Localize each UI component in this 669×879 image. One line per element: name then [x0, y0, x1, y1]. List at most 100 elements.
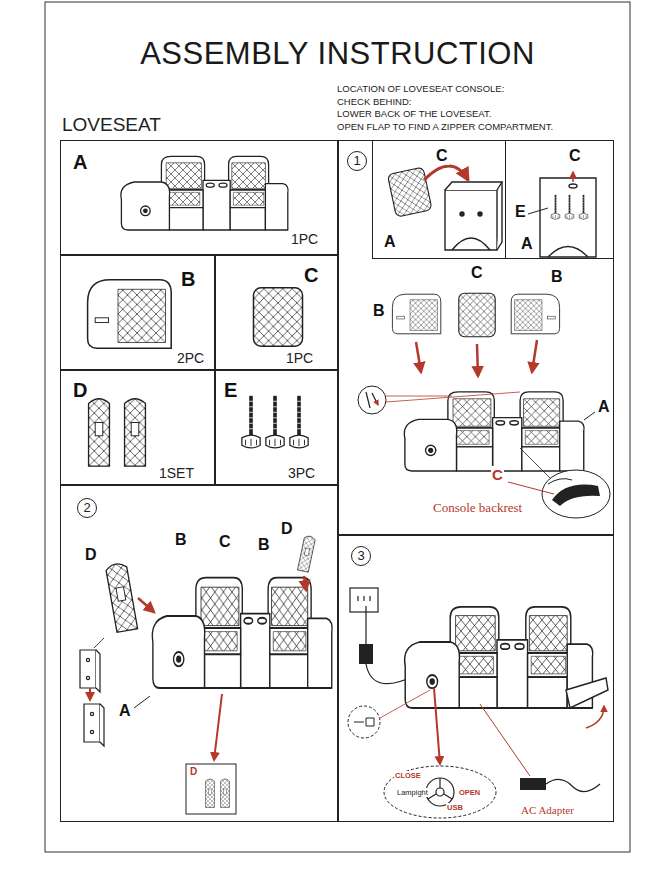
- callout-label: C: [491, 466, 504, 483]
- bracket-figure: [80, 650, 104, 746]
- model-heading: LOVESEAT: [62, 114, 161, 136]
- control-buttons: [426, 778, 454, 806]
- illustration-part: [386, 396, 452, 397]
- step-panel: 1CACEA: [338, 140, 614, 535]
- callout-label: C: [218, 533, 232, 551]
- callout-label: Console backrest: [432, 500, 523, 516]
- part-letter: C: [304, 264, 318, 286]
- illustration-part: [540, 178, 596, 257]
- screw-figure: [290, 396, 308, 448]
- callout-label: B: [257, 536, 271, 554]
- console-cushion-figure: [253, 288, 302, 346]
- pointer-arrow: [434, 688, 440, 764]
- console-backrest-detail: [548, 479, 572, 484]
- callout-label: D: [189, 766, 198, 778]
- slide-arrow: [89, 688, 91, 700]
- zoom-leader: [380, 690, 430, 718]
- callout-label: A: [118, 702, 132, 720]
- footrest: [566, 678, 608, 708]
- part-letter: C: [568, 147, 582, 165]
- illustration-part: [445, 182, 502, 190]
- zoom-leader: [94, 638, 104, 648]
- illustration-part: [96, 650, 100, 692]
- power-adapter: [520, 778, 546, 790]
- part-letter: B: [181, 268, 195, 290]
- screw-figure: [579, 195, 588, 219]
- loveseat-figure: [405, 607, 593, 708]
- illustration-part: [86, 676, 89, 679]
- adapter-cable: [546, 779, 600, 791]
- lift-arrow: [572, 172, 574, 182]
- side-cushion-figure: [392, 294, 440, 334]
- screw-figure: [551, 195, 560, 219]
- illustration-part: [386, 392, 520, 402]
- arm-cap-figure: [221, 779, 230, 807]
- power-adapter: [359, 644, 373, 664]
- pointer-line: [480, 704, 530, 776]
- illustration-part: [84, 704, 100, 742]
- quantity-label: 1SET: [159, 465, 194, 481]
- loveseat-figure: [121, 156, 288, 230]
- side-cushion-figure: [511, 294, 559, 334]
- loveseat-figure: [404, 392, 584, 471]
- leader-line: [528, 208, 548, 214]
- illustration-part: [477, 344, 478, 376]
- illustration-part: [532, 340, 537, 372]
- placement-arrow: [304, 576, 306, 590]
- callout-label: Lampight: [396, 788, 429, 797]
- pointer-arrow: [214, 694, 222, 760]
- arm-cap-figure: [89, 399, 110, 466]
- zoom-inset-detail: [366, 392, 378, 408]
- arm-cap-figure: [105, 562, 137, 632]
- note-text: OPEN FLAP TO FIND A ZIPPER COMPARTMENT.: [337, 121, 553, 132]
- illustration-part: [90, 712, 93, 715]
- plug-detail: [354, 718, 374, 726]
- leader-line: [134, 696, 150, 708]
- callout-label: CLOSE: [394, 771, 422, 780]
- step-panel: 2: [60, 485, 338, 822]
- quantity-label: 1PC: [286, 350, 313, 366]
- screw-figure: [242, 396, 260, 448]
- zoom-inset: [358, 386, 386, 414]
- zoom-leader: [386, 392, 520, 402]
- quantity-label: 2PC: [177, 350, 204, 366]
- callout-label: OPEN: [458, 788, 481, 797]
- callout-label: D: [280, 520, 294, 538]
- console-backrest-detail: [552, 485, 600, 506]
- insert-arrow: [424, 166, 468, 180]
- callout-label: B: [174, 531, 188, 549]
- step-number: 1: [347, 151, 367, 171]
- note-text: LOWER BACK OF THE LOVESEAT.: [337, 108, 491, 119]
- illustration-part: [86, 658, 89, 661]
- loveseat-figure: [152, 578, 332, 688]
- zoom-inset: [348, 706, 380, 738]
- placement-arrow: [138, 598, 154, 612]
- control-panel-inset: [384, 766, 496, 818]
- recline-arrow: [586, 706, 604, 728]
- arm-cap-figure: [125, 399, 146, 466]
- quantity-label: 1PC: [291, 231, 318, 247]
- console-cushion-figure: [387, 167, 432, 217]
- step-sub-panel: CEA: [505, 140, 614, 259]
- part-letter: D: [73, 379, 87, 401]
- leader-line: [584, 412, 595, 420]
- placement-arrow: [416, 340, 537, 376]
- callout-label: B: [372, 302, 386, 320]
- part-letter: C: [435, 147, 449, 165]
- illustration-part: [358, 596, 370, 601]
- note-text: CHECK BEHIND:: [337, 96, 411, 107]
- callout-leader: [508, 482, 554, 494]
- console-figure: [445, 182, 502, 250]
- part-letter: A: [520, 235, 534, 253]
- step-number: 2: [77, 498, 97, 518]
- callout-label: AC Adapter: [520, 804, 575, 816]
- illustration-part: [416, 342, 421, 372]
- wall-outlet: [350, 588, 378, 612]
- screw-figure: [565, 195, 574, 219]
- illustration-part: [100, 704, 104, 746]
- page-title: ASSEMBLY INSTRUCTION: [45, 36, 630, 72]
- side-cushion-figure: [88, 280, 172, 348]
- part-panel: D 1SET: [60, 370, 215, 485]
- part-panel: A1PC: [60, 140, 338, 255]
